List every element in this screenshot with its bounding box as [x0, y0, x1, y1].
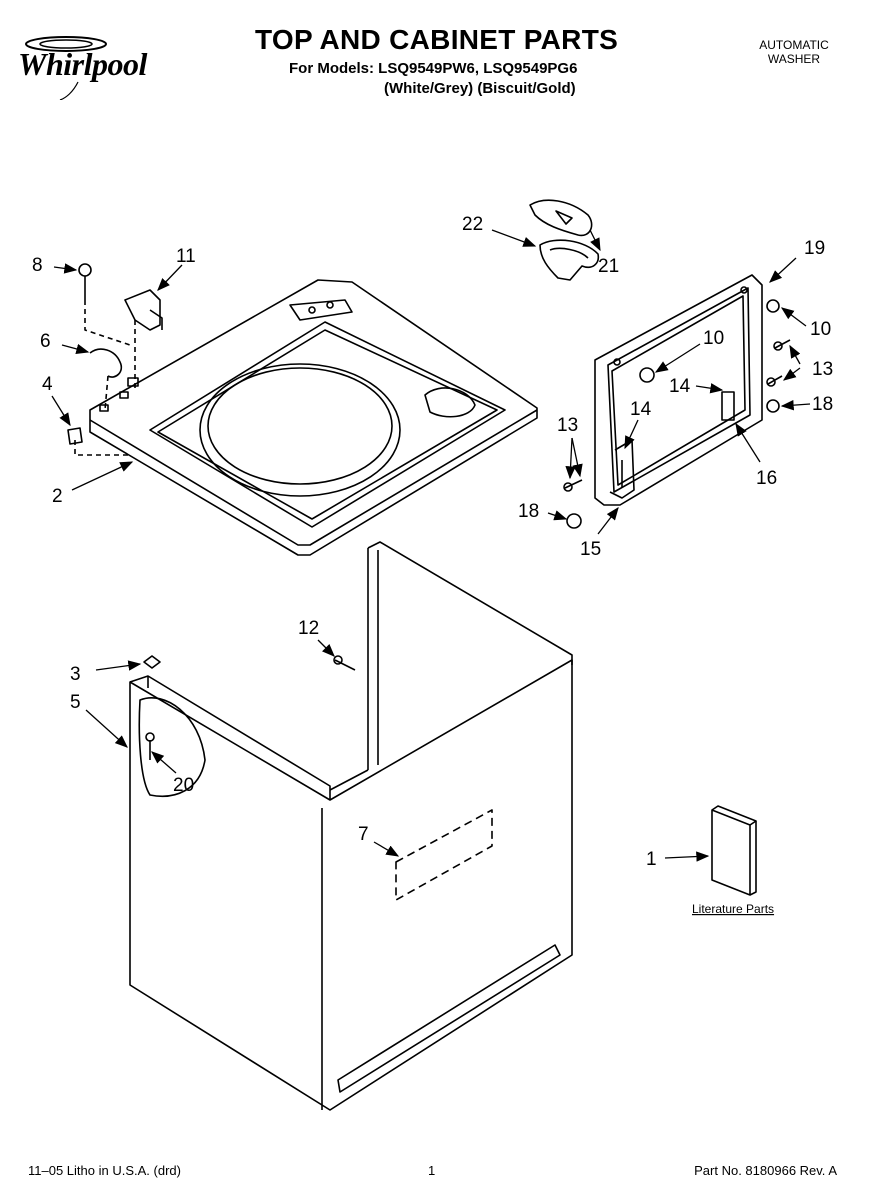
label-placement-area [395, 809, 493, 901]
logo-wordmark: Whirlpool [18, 46, 147, 82]
callout-7: 7 [358, 824, 369, 845]
lid-bumper-part [639, 299, 780, 383]
footer-part-number: Part No. 8180966 Rev. A [694, 1163, 837, 1178]
callout-19: 19 [804, 238, 825, 259]
cabinet-part [129, 541, 573, 1111]
washer-top-part [89, 279, 538, 556]
screws-part [563, 339, 791, 529]
callout-16: 16 [756, 468, 777, 489]
page-title: TOP AND CABINET PARTS [255, 24, 619, 55]
callout-2: 2 [52, 486, 63, 507]
page-number: 1 [428, 1163, 436, 1178]
wire-harness-clip-part [89, 348, 123, 378]
softener-dispenser-part [529, 199, 600, 281]
callout-13-right: 13 [812, 359, 833, 380]
logo-swirl-icon [25, 36, 107, 100]
lid-part [594, 274, 763, 506]
footer-litho: 11–05 Litho in U.S.A. (drd) [28, 1163, 181, 1178]
lid-switch-part [124, 289, 163, 331]
literature-booklet [711, 805, 757, 896]
callout-18-right: 18 [812, 394, 833, 415]
literature-parts-label: Literature Parts [692, 902, 774, 916]
whirlpool-logo: Whirlpool [18, 30, 178, 100]
callout-21: 21 [598, 256, 619, 277]
color-variants: (White/Grey) (Biscuit/Gold) [384, 80, 576, 97]
callout-10-lid: 10 [703, 328, 724, 349]
callout-15: 15 [580, 539, 601, 560]
assembly-dashed-guides [74, 300, 136, 456]
callout-4: 4 [42, 374, 53, 395]
callout-6: 6 [40, 331, 51, 352]
hinge-bracket-part [721, 391, 735, 421]
callout-14-right: 14 [669, 376, 691, 397]
clip-part-4 [67, 427, 83, 445]
callout-12: 12 [298, 618, 319, 639]
product-type-line1: AUTOMATIC [759, 38, 829, 52]
product-type: AUTOMATIC WASHER [744, 38, 844, 66]
screw-part-8 [78, 263, 92, 300]
callout-18-left: 18 [518, 501, 539, 522]
callout-20: 20 [173, 775, 194, 796]
callout-11: 11 [176, 246, 196, 267]
callout-1: 1 [646, 849, 657, 870]
model-numbers: For Models: LSQ9549PW6, LSQ9549PG6 [289, 60, 578, 77]
cabinet-screw-part [145, 655, 356, 760]
callout-8: 8 [32, 255, 43, 276]
callout-14-left: 14 [630, 399, 652, 420]
leader-arrows [51, 229, 811, 862]
callout-10-bumper: 10 [810, 319, 831, 340]
callout-3: 3 [70, 664, 81, 685]
product-type-line2: WASHER [767, 52, 821, 66]
clip-part-3 [143, 655, 161, 669]
callout-5: 5 [70, 692, 81, 713]
callout-13-left: 13 [557, 415, 578, 436]
callout-22: 22 [462, 214, 483, 235]
